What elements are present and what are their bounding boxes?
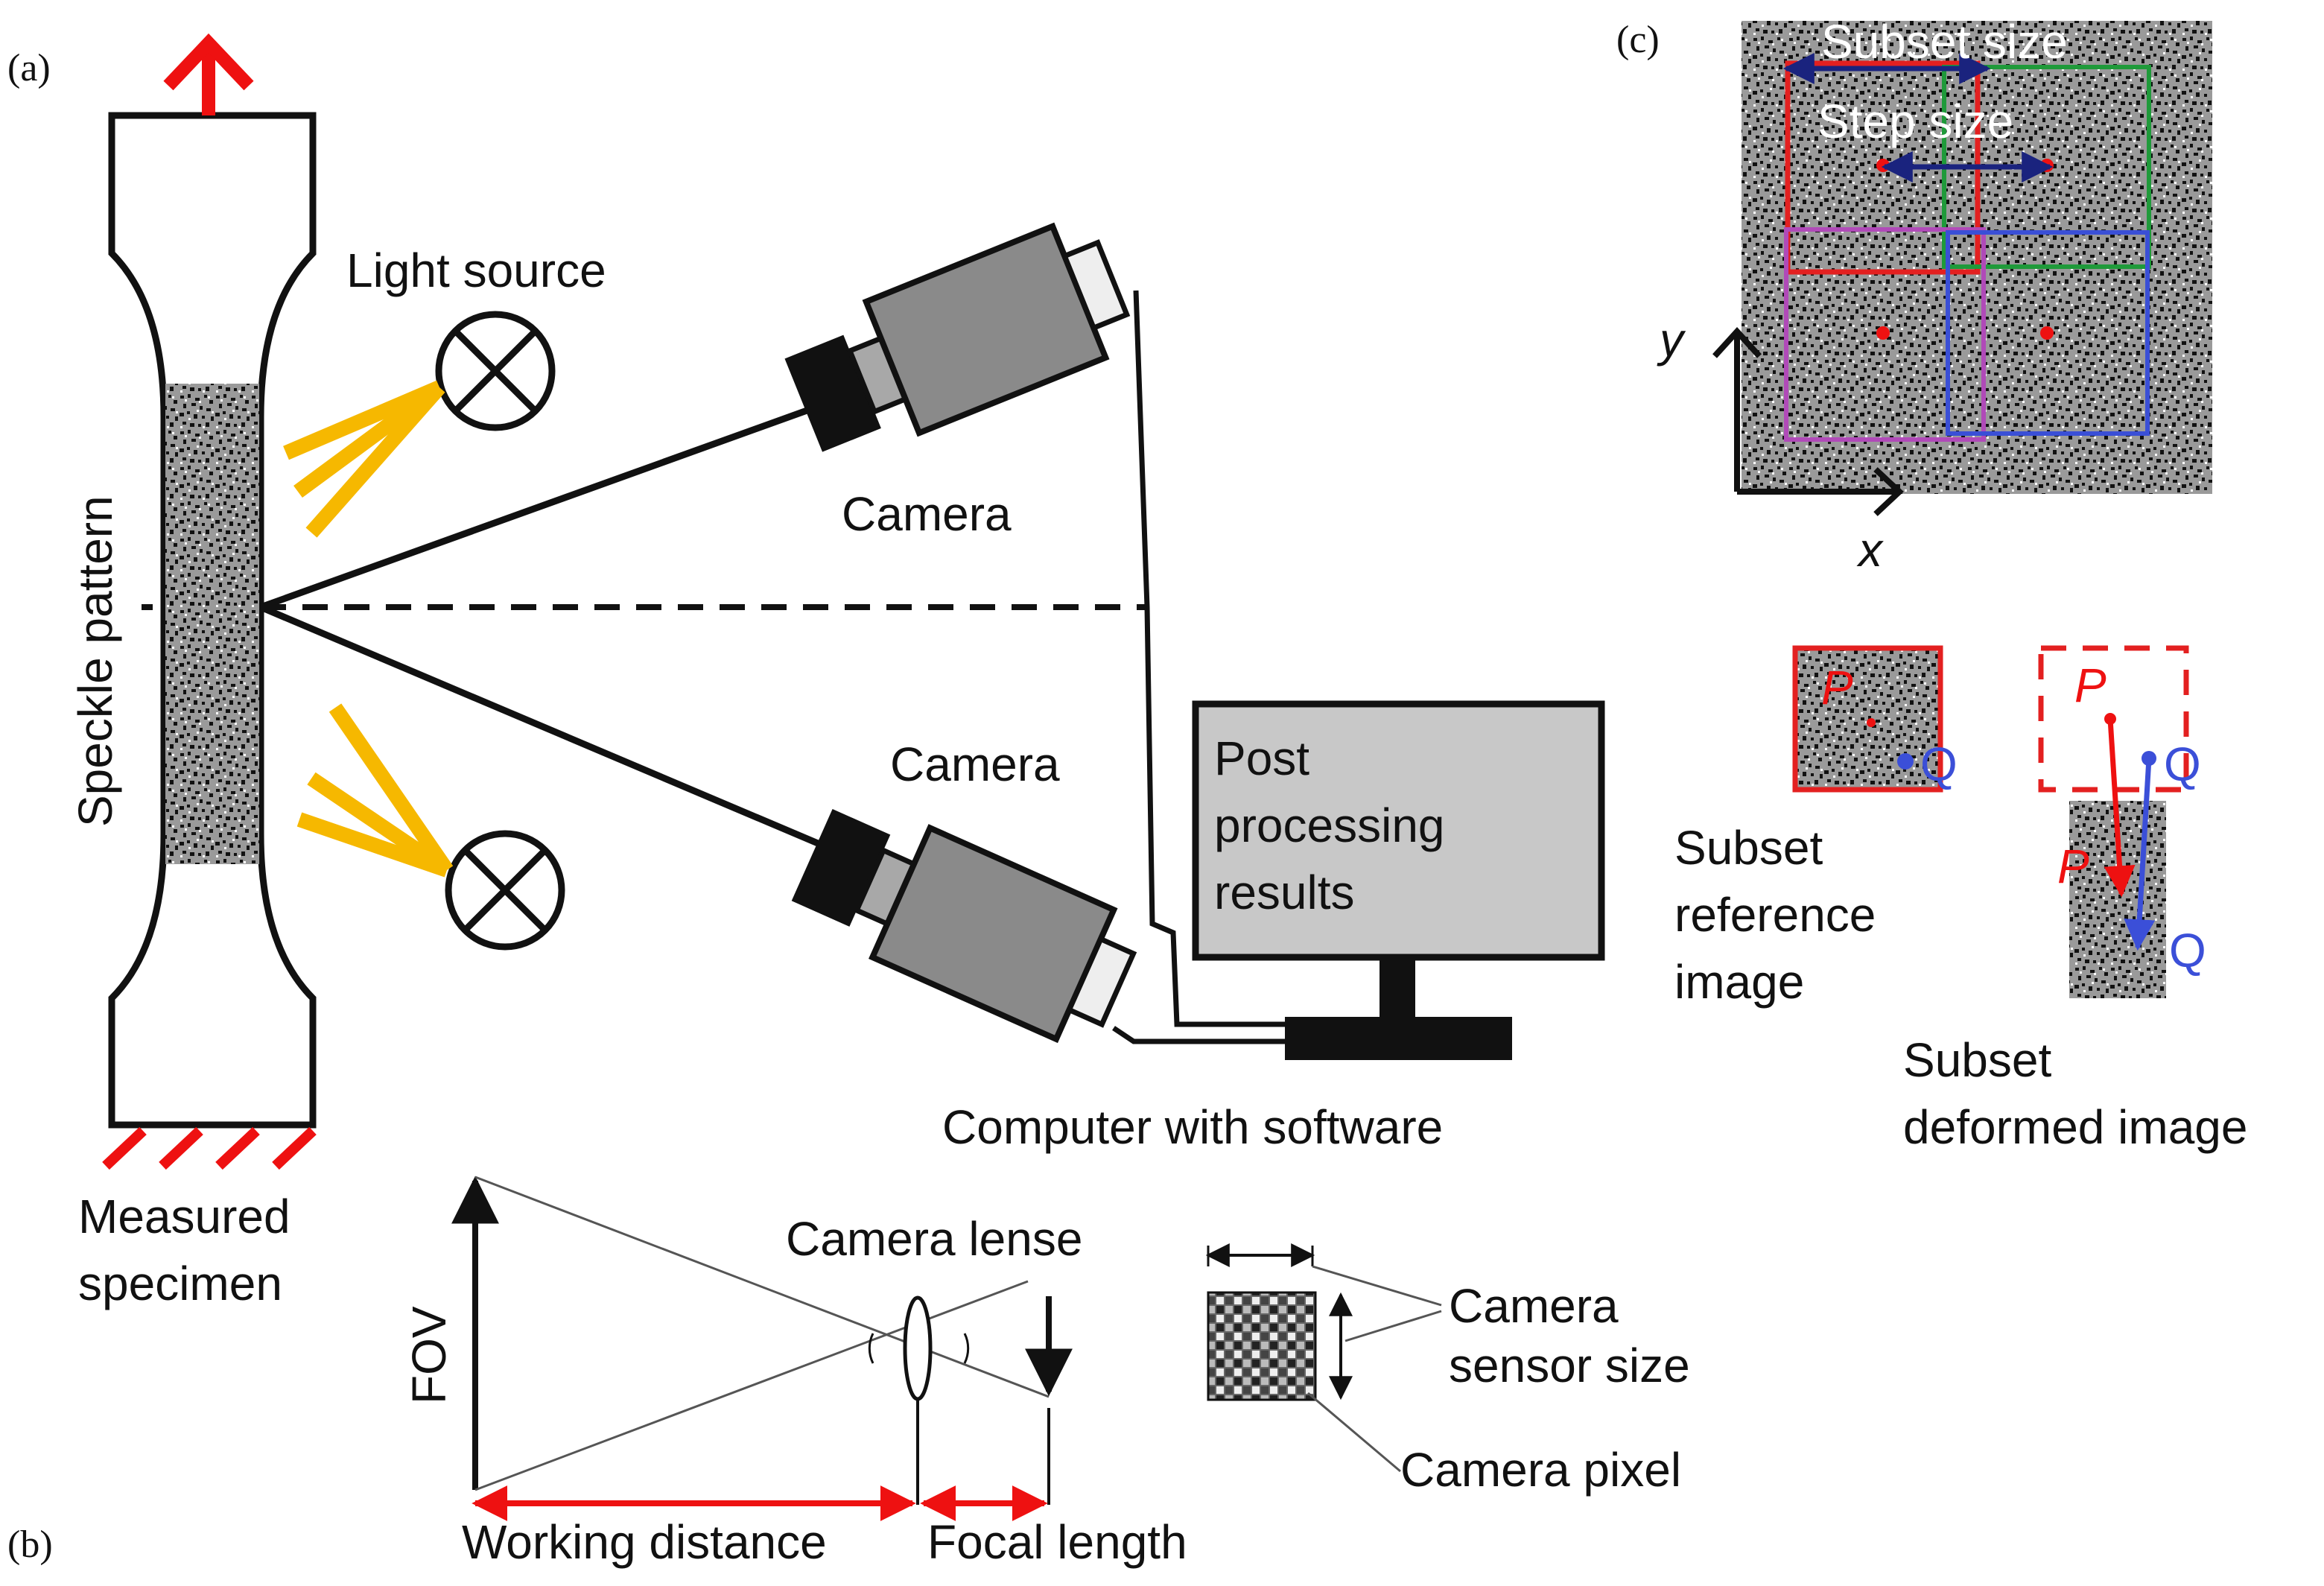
focal-length-label: Focal length: [927, 1515, 1187, 1569]
speckle-pattern-area: [165, 384, 259, 864]
speckle-pattern-label: Speckle pattern: [69, 495, 122, 827]
deformed-point-p-prime-label: P: [2057, 840, 2089, 893]
xy-axes: [1712, 327, 1904, 516]
panel-label-c: (c): [1616, 19, 1660, 61]
computer-monitor-icon: [1192, 700, 1605, 1060]
post-processing-label-3: results: [1214, 866, 1355, 919]
camera-bottom-icon: [791, 808, 1137, 1044]
camera-cables: [1112, 290, 1289, 1044]
panel-label-b: (b): [7, 1523, 53, 1566]
subset-reference-label-3: image: [1674, 955, 1804, 1009]
camera-bottom-label: Camera: [890, 738, 1060, 791]
subset-reference-icon: [1792, 645, 1943, 793]
camera-top-icon: [784, 222, 1131, 452]
fov-label: FOV: [402, 1306, 456, 1404]
camera-lense-label: Camera lense: [786, 1212, 1082, 1266]
light-source-bottom-icon: [296, 703, 565, 951]
sensor-size-label-2: sensor size: [1449, 1339, 1690, 1392]
camera-pixel-label: Camera pixel: [1400, 1443, 1681, 1497]
subset-deformed-icon: [2038, 645, 2189, 998]
keyboard-base: [1285, 1017, 1512, 1060]
step-size-label: Step size: [1817, 95, 2013, 148]
pull-arrow-icon: [163, 33, 254, 115]
camera-top-label: Camera: [842, 487, 1012, 541]
subset-deformed-label-2: deformed image: [1903, 1100, 2247, 1154]
subset-box-blue: [1946, 230, 2150, 436]
computer-label: Computer with software: [942, 1100, 1443, 1154]
light-source-label: Light source: [346, 244, 606, 297]
reference-point-q-label: Q: [1920, 738, 1958, 791]
camera-lines-of-sight: [142, 402, 1147, 849]
subset-grid-panel: [1742, 21, 2212, 494]
light-source-top-icon: [283, 311, 556, 538]
axis-x-label: x: [1856, 523, 1884, 577]
post-processing-label-1: Post: [1214, 732, 1309, 785]
subset-reference-label-1: Subset: [1674, 821, 1823, 875]
post-processing-label-2: processing: [1214, 799, 1445, 852]
deformed-point-p-label: P: [2074, 659, 2106, 712]
sensor-size-label-1: Camera: [1449, 1279, 1619, 1333]
optics-diagram: [451, 1176, 1073, 1521]
deformed-point-q-label: Q: [2164, 738, 2201, 791]
reference-point-p-label: P: [1821, 661, 1853, 714]
subset-size-label: Subset size: [1821, 15, 2068, 69]
subset-reference-label-2: reference: [1674, 888, 1876, 942]
panel-label-a: (a): [7, 47, 51, 89]
lens-icon: [903, 1295, 933, 1401]
subset-box-purple: [1784, 227, 1986, 442]
working-distance-label: Working distance: [462, 1515, 827, 1569]
measured-specimen: [108, 112, 317, 1129]
deformed-point-q-prime-label: Q: [2169, 924, 2206, 977]
camera-sensor-icon: [1205, 1243, 1442, 1473]
axis-y-label: y: [1657, 313, 1686, 367]
measured-specimen-label-1: Measured: [78, 1190, 290, 1243]
measured-specimen-label-2: specimen: [78, 1257, 282, 1310]
subset-deformed-label-1: Subset: [1903, 1033, 2051, 1087]
fixed-support-hatch-icon: [102, 1126, 317, 1170]
